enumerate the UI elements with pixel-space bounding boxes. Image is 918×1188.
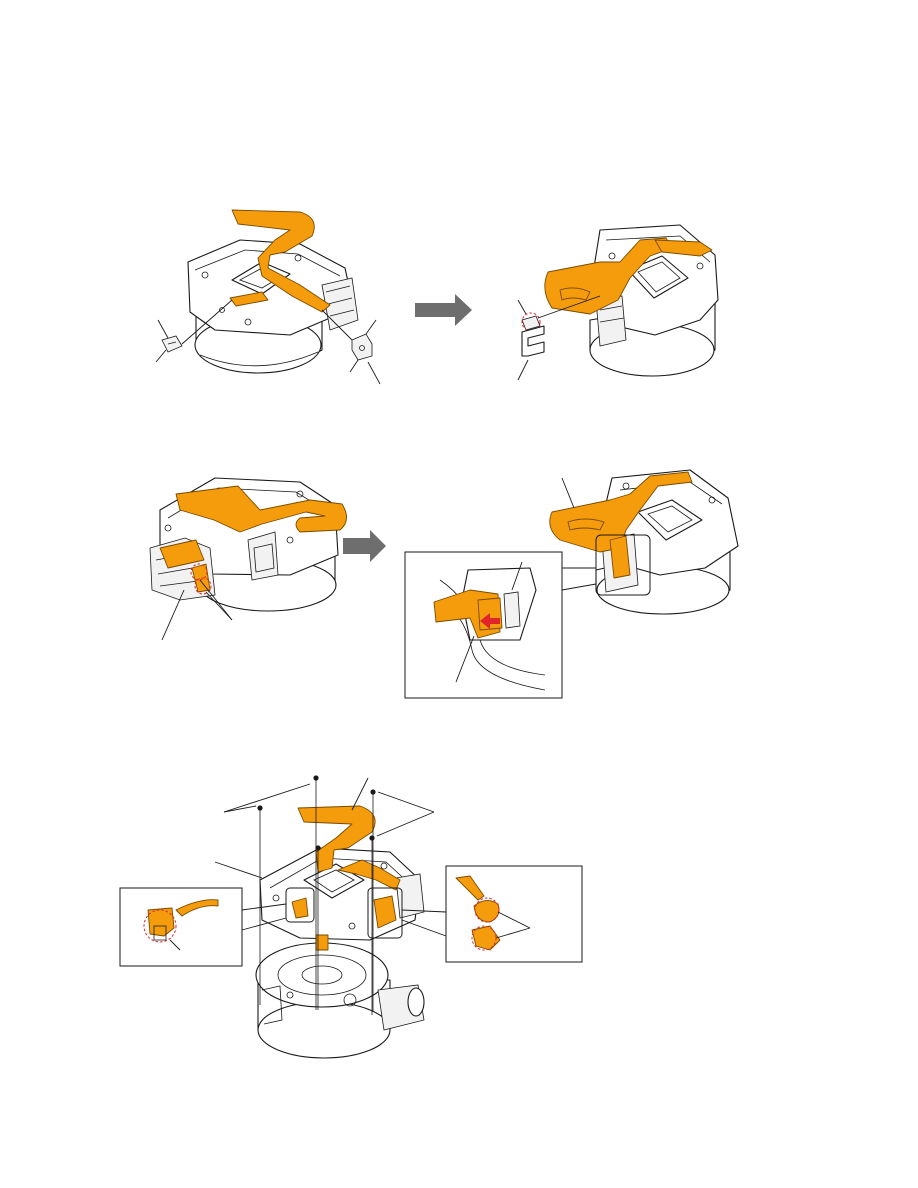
arrow-right-icon: [415, 294, 472, 326]
arrow-right-icon: [343, 530, 386, 562]
step3-base-unit: [256, 943, 424, 1058]
step1-lens-block-before: [188, 240, 358, 373]
